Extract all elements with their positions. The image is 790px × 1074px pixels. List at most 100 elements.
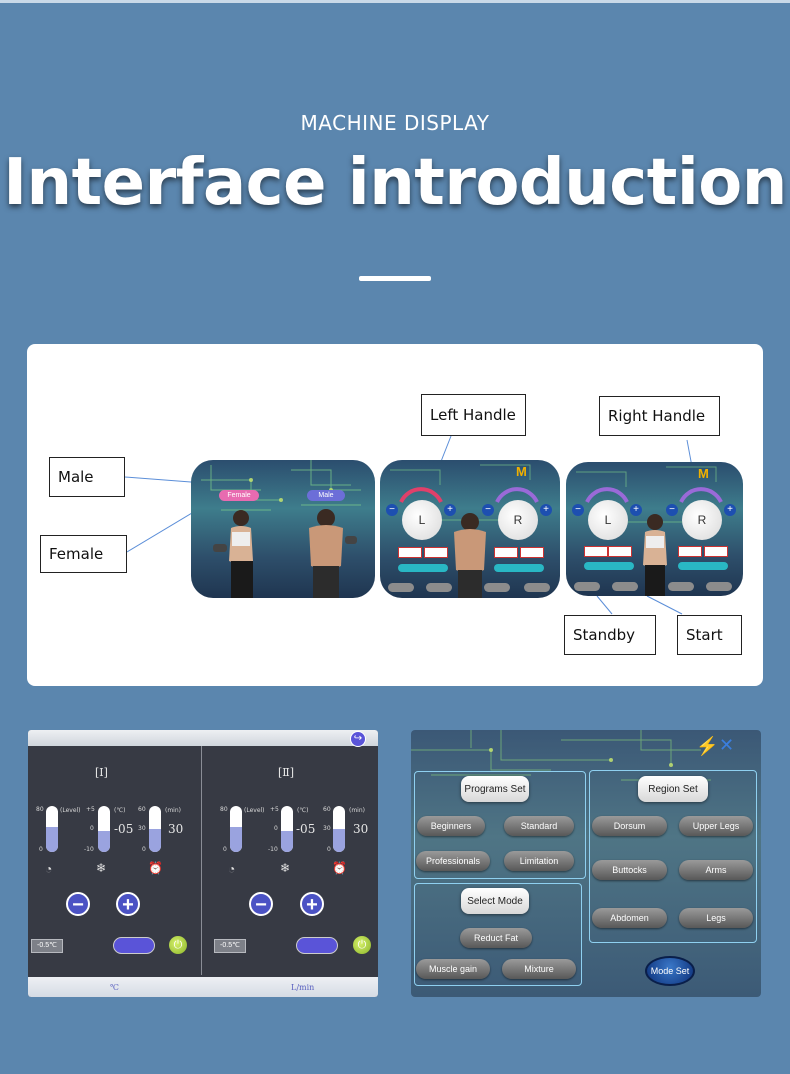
program-standard-button[interactable]: Standard [504,816,574,836]
left-part-box [584,546,608,557]
footer-celsius: ℃ [110,983,119,992]
right-plus-button[interactable]: + [540,504,552,516]
region-buttocks-button[interactable]: Buttocks [592,860,667,880]
left-intensity-arc [585,487,629,503]
footer-flow-unit: L/min [291,983,315,992]
left-level-bar[interactable] [584,562,634,570]
alarm-clock-icon: ⏰ [148,861,163,875]
speedometer-icon: ◔ [228,862,236,876]
temperature-gauge [281,806,293,852]
region-abdomen-button[interactable]: Abdomen [592,908,667,928]
select-mode-group [414,883,582,986]
program-settings-panel: ⚡ ✕ Programs Set Beginners Standard Prof… [411,730,761,997]
decrease-button[interactable]: − [66,892,90,916]
program-beginners-button[interactable]: Beginners [417,816,485,836]
left-plus-button[interactable]: + [444,504,456,516]
power-icon[interactable]: ⏻ [353,936,371,954]
page-title: Interface introduction [3,146,787,220]
program-limitation-button[interactable]: Limitation [504,851,574,871]
left-minus-button[interactable]: − [386,504,398,516]
left-knob[interactable]: L [402,500,442,540]
handle-toggle-button[interactable] [113,937,155,954]
increase-button[interactable]: + [116,892,140,916]
female-option[interactable]: Female [219,490,259,501]
tools-icon[interactable]: ✕ [719,735,735,755]
callout-right-handle: Right Handle [599,396,720,436]
right-level-bar[interactable] [678,562,728,570]
min-label: (min) [165,807,181,814]
time-gauge [149,806,161,852]
power-icon[interactable]: ⏻ [169,936,187,954]
left-minus-button[interactable]: − [572,504,584,516]
left-handle-screen: M L R − + − + [380,460,560,598]
handle-toggle-button[interactable] [296,937,338,954]
level-gauge [230,806,242,852]
control-footer [28,977,378,997]
channel-2-label: [Ⅱ] [278,766,295,779]
right-handle-screen: M L R − + − + [566,462,743,596]
mode-set-button[interactable]: Mode Set [645,956,695,986]
right-minus-button[interactable]: − [482,504,494,516]
left-intensity-arc [399,487,443,503]
region-legs-button[interactable]: Legs [679,908,753,928]
temp-max-tick: +5 [270,806,279,813]
section-subtitle: MACHINE DISPLAY [300,111,490,135]
left-start-button[interactable] [426,583,452,592]
right-knob[interactable]: R [498,500,538,540]
right-minus-button[interactable]: − [666,504,678,516]
mode-reduct-fat-button[interactable]: Reduct Fat [460,928,532,948]
min-zero-tick: 0 [142,846,146,853]
mode-muscle-gain-button[interactable]: Muscle gain [416,959,490,979]
right-level-bar[interactable] [494,564,544,572]
right-intensity-arc [495,487,539,503]
left-knob[interactable]: L [588,500,628,540]
region-upper-legs-button[interactable]: Upper Legs [679,816,753,836]
right-part-box [494,547,518,558]
female-figure [643,514,667,596]
m-logo: M [516,464,527,479]
min-max-tick: 60 [323,806,331,813]
min-max-tick: 60 [138,806,146,813]
female-figure [213,510,253,598]
right-mode-box [520,547,544,558]
right-standby-button[interactable] [668,582,694,591]
male-option[interactable]: Male [307,490,345,501]
region-dorsum-button[interactable]: Dorsum [592,816,667,836]
level-gauge [46,806,58,852]
left-standby-button[interactable] [574,582,600,591]
region-set-group [589,770,757,943]
left-start-button[interactable] [612,582,638,591]
screens-overview-panel: Male Female Left Handle Right Handle Sta… [27,344,763,686]
min-label: (min) [349,807,365,814]
region-arms-button[interactable]: Arms [679,860,753,880]
temp-max-tick: +5 [86,806,95,813]
level-max-tick: 80 [36,806,44,813]
right-intensity-arc [679,487,723,503]
left-plus-button[interactable]: + [630,504,642,516]
level-min-tick: 0 [223,846,227,853]
snowflake-icon: ❄ [280,861,291,875]
min-zero-tick: 0 [327,846,331,853]
decrease-button[interactable]: − [249,892,273,916]
mode-mixture-button[interactable]: Mixture [502,959,576,979]
right-knob[interactable]: R [682,500,722,540]
back-arrow-icon[interactable]: ↪ [350,731,366,747]
increase-button[interactable]: + [300,892,324,916]
male-figure [309,509,357,598]
level-max-tick: 80 [220,806,228,813]
callout-male: Male [49,457,125,497]
min-mid-tick: 30 [138,825,146,832]
left-mode-box [608,546,632,557]
right-standby-button[interactable] [484,583,510,592]
temp-readout: -0.5℃ [214,939,246,953]
left-standby-button[interactable] [388,583,414,592]
right-start-button[interactable] [706,582,732,591]
left-level-bar[interactable] [398,564,448,572]
callout-left-handle: Left Handle [421,394,526,436]
right-plus-button[interactable]: + [724,504,736,516]
time-value: 30 [353,822,369,836]
channel-separator [201,746,202,975]
alarm-clock-icon: ⏰ [332,861,347,875]
program-professionals-button[interactable]: Professionals [416,851,490,871]
right-start-button[interactable] [524,583,550,592]
